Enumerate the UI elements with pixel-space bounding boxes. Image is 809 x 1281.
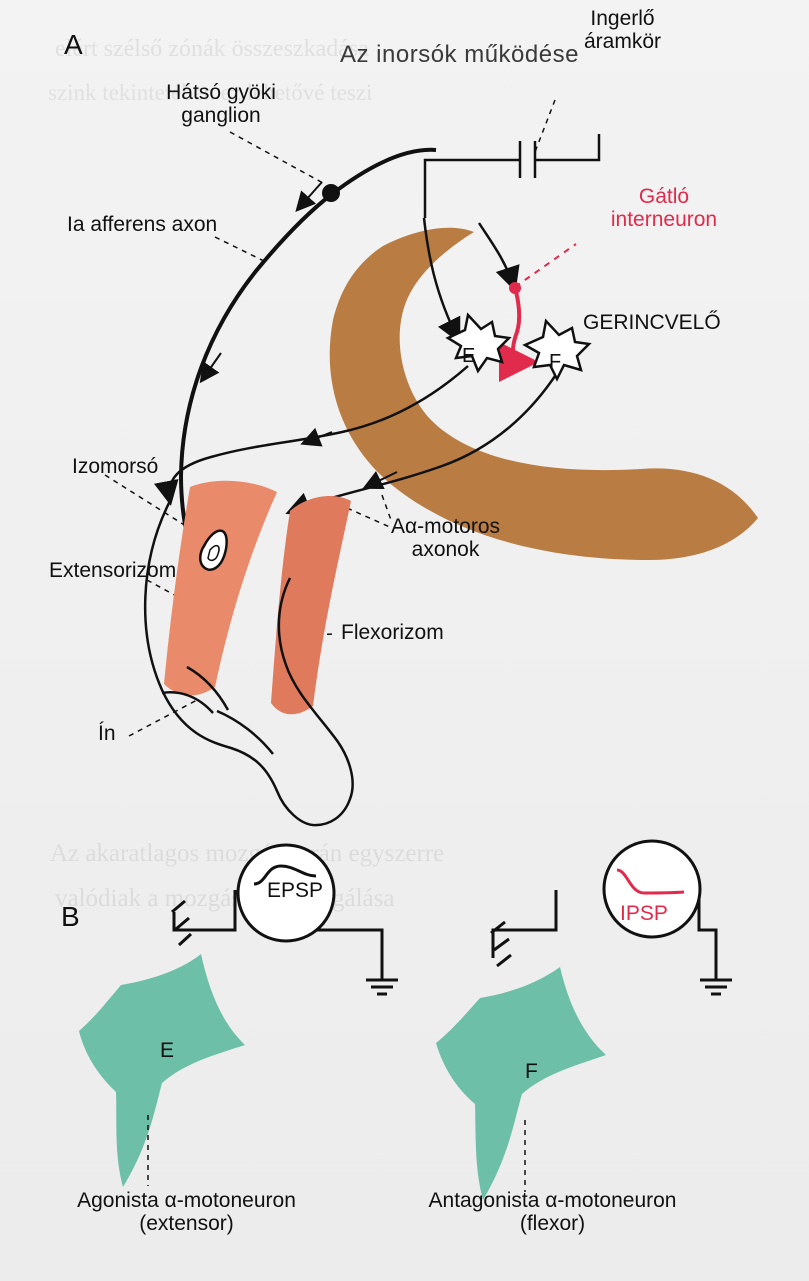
inhibitory-interneuron-dashed-line	[515, 244, 576, 287]
excitatory-circuit-label: Ingerlő áramkör	[575, 8, 670, 53]
agonist-caption-text: Agonista α-motoneuron (extensor)	[77, 1189, 296, 1235]
alpha-motor-axons-label: Aα-motoros axonok	[382, 516, 509, 561]
leader-line-ganglion	[230, 132, 323, 183]
neuron-e-cell	[448, 315, 509, 371]
axon-to-interneuron	[479, 223, 514, 287]
inhibitory-interneuron-label: Gátló interneuron	[604, 186, 724, 231]
leader-line-ia-axon	[215, 237, 268, 263]
agonist-neuron-label: E	[160, 1040, 174, 1063]
leader-line-tendon	[129, 700, 197, 736]
flexor-muscle-shape	[271, 496, 351, 714]
antagonist-caption-text: Antagonista α-motoneuron (flexor)	[429, 1189, 677, 1235]
extensor-muscle-shape	[164, 481, 277, 696]
muscle-spindle-label: Izomorsó	[72, 456, 158, 479]
ia-afferent-axon-label: Ia afferens axon	[67, 214, 217, 237]
antagonist-neuron-shape	[436, 967, 606, 1200]
excitatory-circuit-text: Ingerlő áramkör	[584, 7, 661, 53]
leader-line-excitatory-circuit	[535, 100, 555, 152]
flexor-muscle-label: Flexorizom	[341, 622, 444, 645]
agonist-caption: Agonista α-motoneuron (extensor)	[54, 1190, 319, 1235]
inhibitory-interneuron-node	[509, 282, 521, 294]
inhibitory-interneuron-text: Gátló interneuron	[611, 185, 717, 231]
tendon-label: Ín	[98, 723, 116, 746]
inhibitory-interneuron-body	[513, 288, 531, 362]
neuron-e-label: E	[462, 346, 475, 368]
antagonist-caption: Antagonista α-motoneuron (flexor)	[409, 1190, 696, 1235]
neuron-f-label: F	[549, 352, 561, 374]
panel-b-letter: B	[61, 902, 80, 932]
epsp-label: EPSP	[267, 880, 323, 903]
spinal-cord-label: GERINCVELŐ	[583, 312, 721, 335]
dorsal-root-ganglion	[322, 184, 340, 202]
agonist-neuron-shape	[79, 954, 245, 1187]
spinal-cord-shape	[330, 228, 758, 560]
ipsp-label: IPSP	[620, 903, 668, 926]
dorsal-root-ganglion-label: Hátsó gyöki ganglion	[146, 82, 296, 127]
panel-a-title: Az inorsók működése	[340, 42, 579, 68]
panel-a-letter: A	[64, 30, 83, 60]
excitatory-circuit-line	[425, 134, 599, 218]
extensor-muscle-label: Extensorizom	[49, 560, 176, 583]
dorsal-root-ganglion-text: Hátsó gyöki ganglion	[166, 81, 276, 127]
alpha-motor-axons-text: Aα-motoros axonok	[391, 515, 500, 561]
antagonist-neuron-label: F	[525, 1061, 538, 1084]
